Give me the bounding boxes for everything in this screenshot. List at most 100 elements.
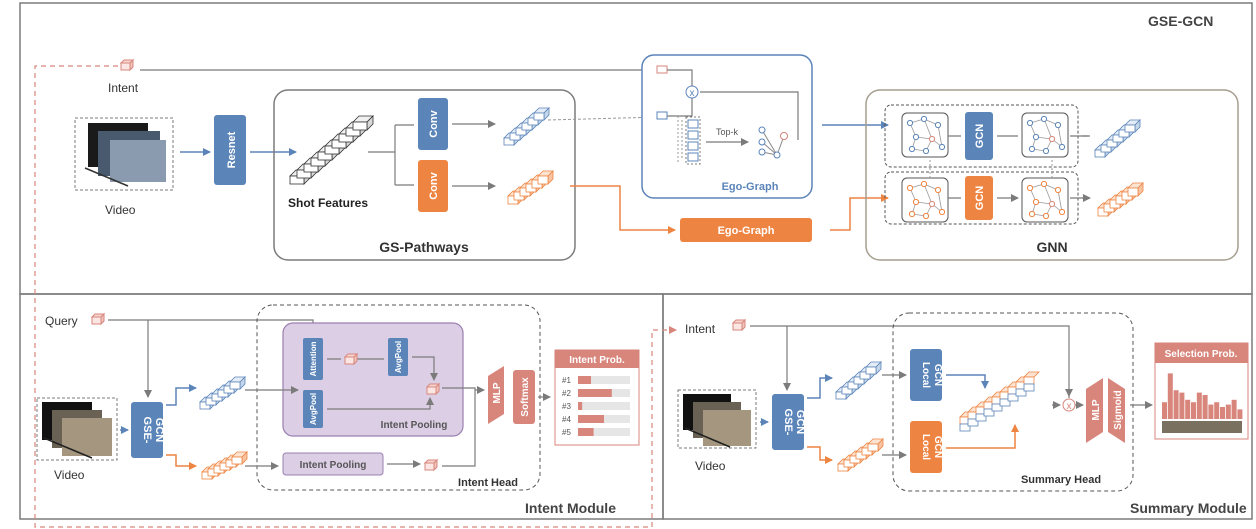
- intent-orange-feature-stack: [201, 451, 248, 480]
- summary-head-label: Summary Head: [1021, 474, 1101, 486]
- ego-graph-label: Ego-Graph: [722, 181, 779, 193]
- gs-orange-feature-stack: [507, 170, 554, 205]
- gnn-box: [865, 89, 1239, 261]
- intent-pooling-panel: [282, 322, 464, 437]
- local-blue-to-concat: [946, 374, 989, 389]
- selection-bar: [1225, 404, 1231, 419]
- prob-rank-label: #2: [562, 389, 571, 398]
- gs-pathways-label: GS-Pathways: [379, 239, 469, 255]
- selection-bar: [1196, 392, 1202, 419]
- local-orange-to-concat: [946, 424, 1019, 449]
- summary-concat-stack: [959, 371, 1040, 432]
- avgpool-to-right: [327, 397, 434, 410]
- gse-gcn-intent-l2: GCN: [153, 418, 165, 443]
- prob-track: [578, 376, 630, 384]
- gnn-out-arrow-heads: [1082, 135, 1090, 198]
- query-cube-icon: [91, 313, 105, 325]
- video-label: Video: [105, 203, 136, 217]
- selection-bars: [1162, 373, 1243, 419]
- ip-arrows: [327, 356, 434, 380]
- summary-video-label: Video: [695, 459, 726, 473]
- prob-track: [578, 428, 630, 436]
- feature-cube: [533, 107, 550, 121]
- intent-prob-header: [555, 350, 639, 368]
- ego-multiply-icon: [685, 85, 699, 99]
- resnet-label: Resnet: [226, 131, 238, 168]
- concat-cube: [1023, 371, 1040, 392]
- selection-frames-strip: [1162, 421, 1242, 433]
- gnn-out-arrows: [1070, 135, 1088, 199]
- gse-gcn-summary-l1: GSE-: [782, 409, 794, 436]
- ip-cube-bottom: [424, 459, 438, 471]
- local-gcn-orange-l1: Local: [920, 434, 931, 460]
- summary-head-box: [892, 312, 1134, 492]
- intent-blue-feature-stack: [199, 376, 246, 410]
- conv-label-blue: Conv: [428, 109, 440, 137]
- ego-mini-graph: [758, 126, 788, 159]
- intent-module-title: Intent Module: [525, 500, 616, 516]
- feature-cube: [352, 115, 374, 131]
- prob-track: [578, 402, 630, 410]
- intent-cube-icon: [120, 59, 134, 71]
- gse-gcn-block-intent: [131, 402, 163, 458]
- prob-bar: [578, 389, 612, 397]
- selection-bar: [1220, 407, 1225, 419]
- mlp-label-intent: MLP: [492, 382, 503, 403]
- local-gcn-block-orange: [910, 421, 942, 473]
- selection-bar: [1179, 392, 1185, 419]
- selection-bar: [1185, 399, 1191, 419]
- ip-cube-middle: [344, 353, 358, 365]
- selection-bar: [1202, 395, 1208, 419]
- intent-pooling-panel-label: Intent Pooling: [381, 420, 448, 431]
- prob-bar: [578, 402, 583, 410]
- conv-label-orange: Conv: [428, 171, 440, 199]
- selection-prob-title: Selection Prob.: [1165, 349, 1238, 360]
- video-thumbnail-icon: [74, 117, 174, 191]
- feature-cube: [229, 376, 246, 390]
- graph-icon: [901, 112, 949, 158]
- summary-branch-blue: [807, 374, 833, 399]
- intent-pooling-box-label: Intent Pooling: [300, 460, 367, 471]
- ego-graph-box: [641, 54, 813, 199]
- gnn-orange-feature-stack: [1097, 182, 1144, 217]
- prob-bar: [578, 376, 591, 384]
- conv-block-blue: [418, 98, 448, 150]
- gnn-blue-feature-stack: [1094, 119, 1141, 158]
- ego-topk-stack: [685, 116, 701, 165]
- prob-rank-label: #5: [562, 428, 571, 437]
- query-label: Query: [45, 314, 78, 328]
- summary-branch-orange: [807, 446, 833, 464]
- intent-branch-orange: [166, 454, 197, 470]
- ip-cube-right: [426, 383, 440, 395]
- sigmoid-block: [1108, 378, 1125, 443]
- ego-multiply-label: x: [690, 88, 695, 99]
- intent-head-label: Intent Head: [458, 477, 518, 489]
- avgpool-label-left: AvgPool: [309, 393, 318, 425]
- gnn-arrows: [948, 135, 1018, 198]
- gcn-block-orange: [965, 176, 993, 220]
- feature-cube: [537, 170, 554, 185]
- mlp-block-summary: [1086, 378, 1103, 443]
- intent-video-thumbnail-icon: [36, 397, 118, 461]
- topk-label: Top-k: [716, 127, 739, 137]
- feature-cube: [1127, 182, 1144, 197]
- local-gcn-block-blue: [910, 349, 942, 401]
- summary-module-frame: [662, 293, 1253, 520]
- prob-bar: [578, 415, 604, 423]
- mlp-block-intent: [488, 366, 504, 424]
- gnn-label: GNN: [1036, 239, 1067, 255]
- intent-branch-blue: [166, 384, 197, 406]
- gse-gcn-summary-l2: GCN: [794, 410, 806, 435]
- summary-intent-label: Intent: [685, 322, 716, 336]
- gnn-graphs: [901, 112, 1069, 223]
- ego-graph-orange-label: Ego-Graph: [718, 225, 775, 237]
- graph-icon: [901, 177, 949, 223]
- avgpool-label-right: AvgPool: [394, 341, 403, 373]
- summary-blue-feature-stack: [835, 361, 882, 400]
- attention-label: Attention: [309, 341, 318, 376]
- shot-features-label: Shot Features: [288, 196, 368, 210]
- prob-rank-label: #3: [562, 402, 571, 411]
- conv-block-orange: [418, 160, 448, 212]
- gcn-block-blue: [965, 112, 993, 160]
